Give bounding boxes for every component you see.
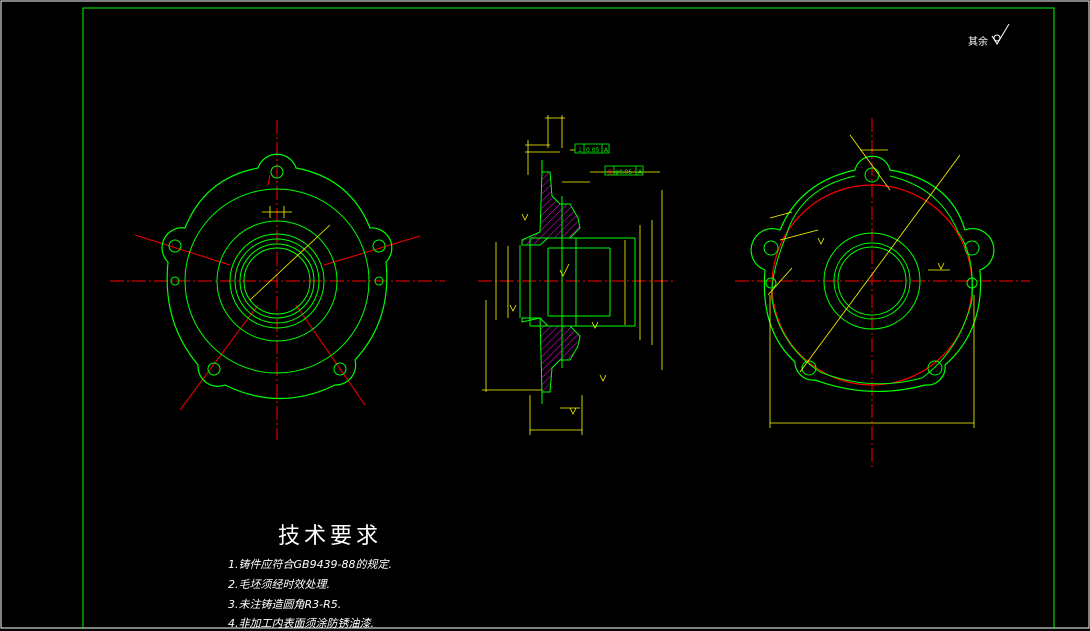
tech-requirement-item: 1.铸件应符合GB9439-88的规定. [228,558,393,571]
tech-requirements-title: 技术要求 [278,524,383,549]
right-view [735,118,1030,470]
tech-requirement-item: 2.毛坯须经时效处理. [228,578,330,591]
left-view [110,120,445,440]
gdt-value-1: 0.05 [586,147,600,154]
rest-roughness-label: 其余 [968,37,988,48]
gdt-datum-2: A [638,169,643,176]
tech-requirement-item: 3.未注铸造圆角R3-R5. [228,598,342,611]
gdt-symbol-1: ⊥ [577,146,583,154]
gdt-symbol-2: ◎ [607,168,613,176]
tech-requirement-item: 4.非加工内表面须涂防锈油漆. [228,617,374,630]
gdt-datum-1: A [604,147,609,154]
section-view [478,115,676,435]
gdt-value-2: φ0.05 [615,169,633,176]
roughness-symbol-icon [991,23,1010,45]
drawing-frame [82,7,1055,629]
